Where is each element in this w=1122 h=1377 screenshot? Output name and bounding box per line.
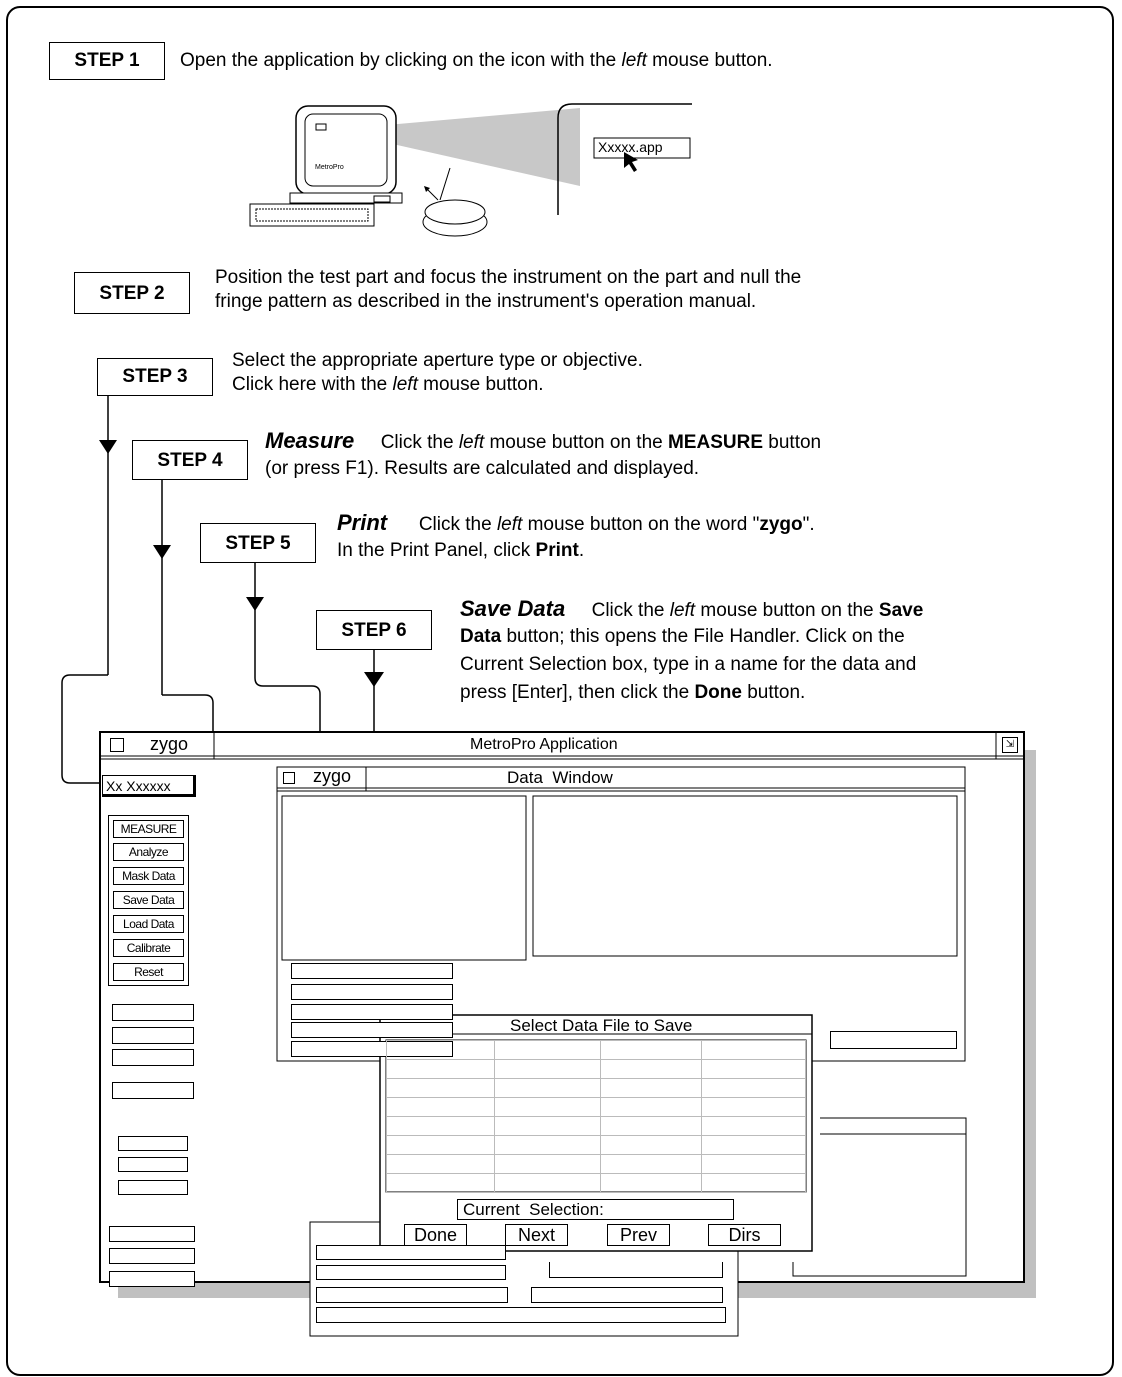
file-row[interactable] <box>387 1041 806 1060</box>
step-2-label: STEP 2 <box>74 272 190 314</box>
step-6-line3: Current Selection box, type in a name fo… <box>460 654 916 676</box>
step-6-line1-mid: mouse button on the <box>695 600 879 621</box>
app-window-title: MetroPro Application <box>470 736 618 754</box>
blank-field[interactable] <box>112 1082 194 1099</box>
step-3-label: STEP 3 <box>97 358 213 396</box>
step-6-line2: Data button; this opens the File Handler… <box>460 626 905 648</box>
step-6-label: STEP 6 <box>316 610 432 650</box>
step-3-line1: Select the appropriate aperture type or … <box>232 350 643 372</box>
save-data-button[interactable]: Save Data <box>113 891 184 909</box>
step-5-line2-post: . <box>579 540 584 561</box>
step-3-line2-em: left <box>393 374 418 395</box>
step-5-line1-mid: mouse button on the word " <box>522 514 759 535</box>
step-5-line2-pre: In the Print Panel, click <box>337 540 536 561</box>
blank-field[interactable] <box>109 1271 195 1287</box>
data-field[interactable] <box>291 984 453 1000</box>
step-6-line1: Save Data Click the left mouse button on… <box>460 598 923 622</box>
step-5-line2: In the Print Panel, click Print. <box>337 540 584 562</box>
step-6-line1-em: left <box>670 600 695 621</box>
step-4-label: STEP 4 <box>132 440 248 480</box>
file-row[interactable] <box>387 1060 806 1079</box>
file-dialog-title: Select Data File to Save <box>510 1016 692 1036</box>
step-6-line4: press [Enter], then click the Done butto… <box>460 682 805 704</box>
step-6-line4-post: button. <box>742 682 805 703</box>
step-5-line1-em: left <box>497 514 522 535</box>
measure-button[interactable]: MEASURE <box>113 820 184 838</box>
step-5-label: STEP 5 <box>200 523 316 563</box>
data-field[interactable] <box>830 1031 957 1049</box>
file-row[interactable] <box>387 1098 806 1117</box>
step-6-heading: Save Data <box>460 596 565 621</box>
load-data-button[interactable]: Load Data <box>113 915 184 933</box>
file-row[interactable] <box>387 1117 806 1136</box>
file-list-grid[interactable] <box>386 1040 806 1193</box>
aperture-field[interactable]: Xx Xxxxxx <box>102 775 196 797</box>
blank-field[interactable] <box>112 1004 194 1021</box>
step-4-line1: Measure Click the left mouse button on t… <box>265 430 821 454</box>
lower-field[interactable] <box>531 1287 723 1303</box>
file-row[interactable] <box>387 1136 806 1155</box>
blank-field[interactable] <box>112 1049 194 1066</box>
step-6-line2-post: button; this opens the File Handler. Cli… <box>501 626 904 647</box>
monitor-label: MetroPro <box>315 164 344 171</box>
step-4-line1-bold: MEASURE <box>668 432 763 453</box>
step-6-line1-pre: Click the <box>592 600 670 621</box>
step-4-line2: (or press F1). Results are calculated an… <box>265 458 699 480</box>
step-4-line1-mid: mouse button on the <box>484 432 668 453</box>
prev-button[interactable]: Prev <box>607 1224 670 1246</box>
step-3-line2: Click here with the left mouse button. <box>232 374 544 396</box>
app-window-corner-box[interactable] <box>110 738 124 752</box>
file-row[interactable] <box>387 1155 806 1174</box>
step-4-line1-pre: Click the <box>381 432 459 453</box>
blank-field[interactable] <box>109 1248 195 1264</box>
file-row[interactable] <box>387 1079 806 1098</box>
step-6-line4-bold: Done <box>694 682 742 703</box>
next-button[interactable]: Next <box>505 1224 568 1246</box>
data-field[interactable] <box>291 963 453 979</box>
step-5-line2-bold: Print <box>536 540 579 561</box>
blank-field[interactable] <box>118 1180 188 1195</box>
step-5-line1-pre: Click the <box>419 514 497 535</box>
step-5-line1-bold: zygo <box>759 514 802 535</box>
lower-field[interactable] <box>549 1262 723 1278</box>
dirs-button[interactable]: Dirs <box>708 1224 781 1246</box>
step-6-line2-bold: Data <box>460 626 501 647</box>
step-4-line1-post: button <box>763 432 821 453</box>
calibrate-button[interactable]: Calibrate <box>113 939 184 957</box>
reset-button[interactable]: Reset <box>113 963 184 981</box>
step-5-line1: Print Click the left mouse button on the… <box>337 512 815 536</box>
step-3-line2-pre: Click here with the <box>232 374 393 395</box>
data-field[interactable] <box>291 1004 453 1020</box>
current-selection-field[interactable]: Current Selection: <box>457 1199 734 1220</box>
lower-field[interactable] <box>316 1245 506 1260</box>
step-4-heading: Measure <box>265 428 354 453</box>
data-window-title: Data Window <box>507 768 613 788</box>
mask-data-button[interactable]: Mask Data <box>113 867 184 885</box>
lower-field[interactable] <box>316 1307 726 1323</box>
data-field[interactable] <box>291 1022 453 1038</box>
app-window-corner-label[interactable]: zygo <box>150 734 188 755</box>
step-6-line1-bold: Save <box>879 600 923 621</box>
file-row[interactable] <box>387 1174 806 1193</box>
blank-field[interactable] <box>118 1157 188 1172</box>
data-window-corner-box[interactable] <box>283 772 295 784</box>
blank-field[interactable] <box>109 1226 195 1242</box>
blank-field[interactable] <box>118 1136 188 1151</box>
step-6-line4-pre: press [Enter], then click the <box>460 682 694 703</box>
blank-field[interactable] <box>112 1027 194 1044</box>
app-icon-label[interactable]: Xxxxx.app <box>598 139 663 155</box>
data-window-corner-label[interactable]: zygo <box>313 766 351 787</box>
lower-field[interactable] <box>316 1265 506 1280</box>
app-window-resize-icon[interactable]: ⇲ <box>1002 737 1018 753</box>
step-2-line1: Position the test part and focus the ins… <box>215 267 801 289</box>
lower-field[interactable] <box>316 1287 508 1303</box>
step-5-heading: Print <box>337 510 387 535</box>
step-3-line2-post: mouse button. <box>418 374 544 395</box>
analyze-button[interactable]: Analyze <box>113 843 184 861</box>
step-4-line1-em: left <box>459 432 484 453</box>
step-5-line1-post: ". <box>803 514 815 535</box>
done-button[interactable]: Done <box>404 1224 467 1246</box>
step-2-line2: fringe pattern as described in the instr… <box>215 291 756 313</box>
